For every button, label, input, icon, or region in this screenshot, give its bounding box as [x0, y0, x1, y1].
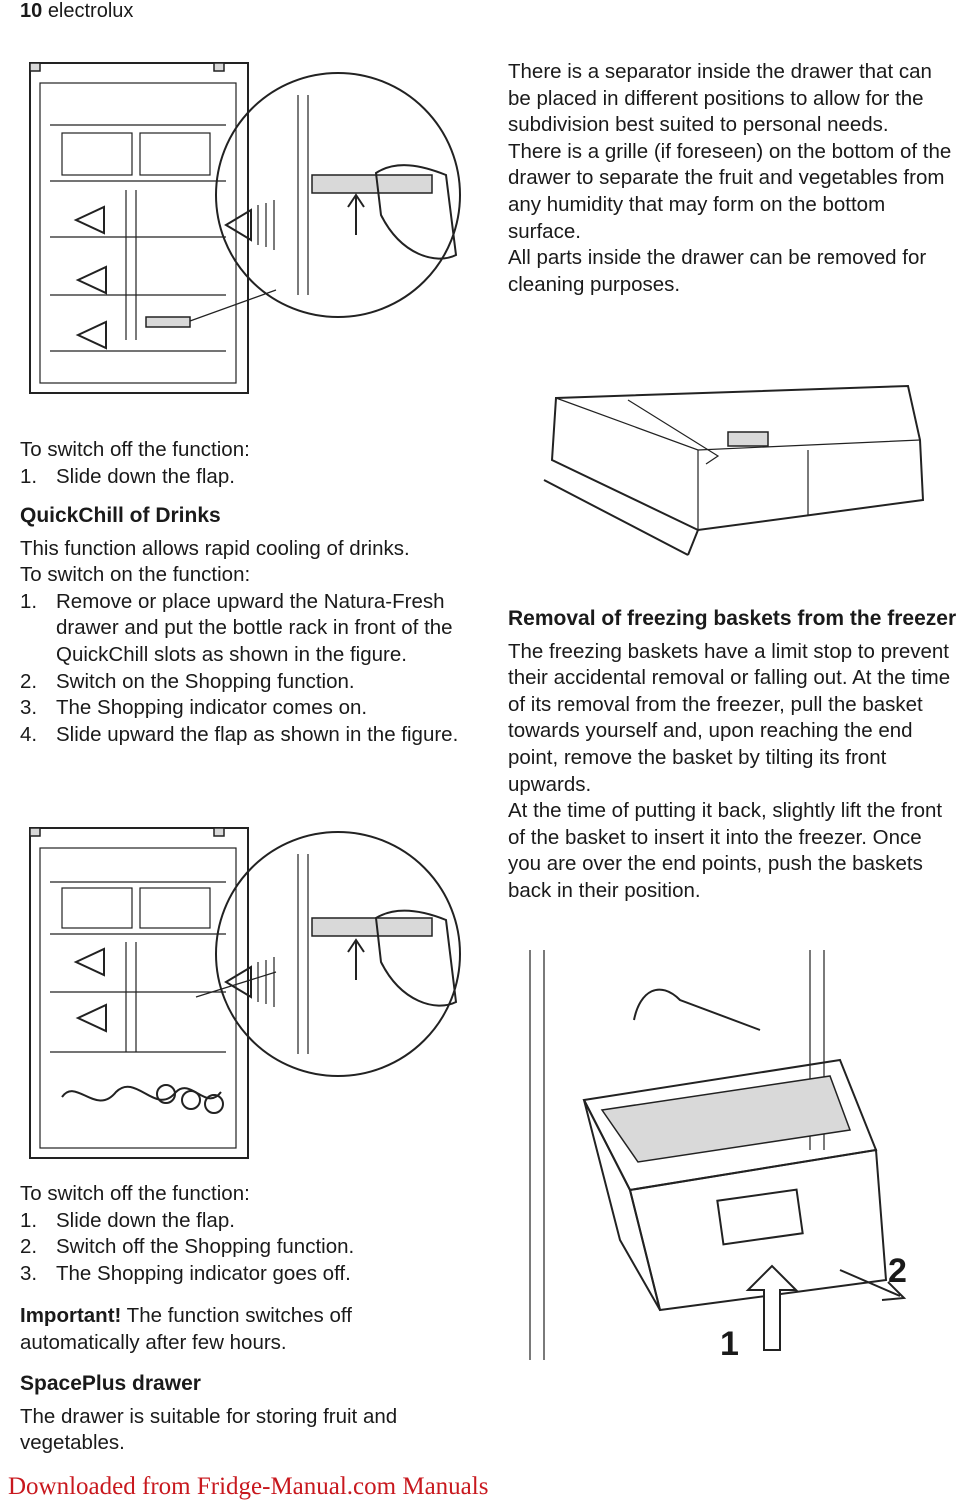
removable-parts-paragraph: All parts inside the drawer can be remov…: [508, 246, 927, 296]
step-text: Slide down the flap.: [56, 1208, 235, 1232]
step-number: 3.: [20, 696, 38, 720]
arrow-1-label: 1: [720, 1325, 739, 1363]
list-item: 3. The Shopping indicator comes on.: [20, 695, 480, 722]
arrow-2-label: 2: [888, 1252, 907, 1290]
step-text: The Shopping indicator comes on.: [56, 696, 368, 720]
quickchill-steps: 1. Remove or place upward the Natura-Fres…: [20, 589, 480, 749]
quickchill-section: QuickChill of Drinks This function allow…: [20, 503, 480, 748]
figure-freezer-basket: 1 2: [529, 950, 907, 1363]
list-item: 3. The Shopping indicator goes off.: [20, 1261, 480, 1288]
list-item: 2. Switch on the Shopping function.: [20, 669, 480, 696]
list-item: 1. Slide down the flap.: [20, 1208, 480, 1235]
switch-off-section-2: To switch off the function: 1. Slide down…: [20, 1181, 480, 1287]
important-note: Important! The function switches off aut…: [20, 1303, 450, 1356]
page-header: 10 electrolux: [20, 0, 133, 22]
removal-paragraph-1: The freezing baskets have a limit stop t…: [508, 639, 951, 796]
spaceplus-text: The drawer is suitable for storing fruit…: [20, 1404, 398, 1455]
step-text: Slide down the flap.: [56, 464, 235, 488]
brand-name: electrolux: [47, 0, 134, 22]
footer-download-link[interactable]: Downloaded from Fridge-Manual.com Manual…: [8, 1473, 489, 1500]
switch-off-intro-1: To switch off the function:: [20, 438, 250, 461]
figure-fridge-bottle-rack: [29, 827, 461, 1159]
quickchill-heading: QuickChill of Drinks: [20, 504, 221, 527]
step-text: The Shopping indicator goes off.: [56, 1261, 351, 1285]
switch-off-section-1: To switch off the function: 1. Slide down…: [20, 437, 480, 490]
step-text: Switch on the Shopping function.: [56, 669, 355, 693]
figure-fridge-flap-down: [29, 62, 461, 394]
list-item: 1. Slide down the flap.: [20, 464, 480, 491]
step-number: 1.: [20, 1208, 38, 1232]
figure-drawer-separator: [543, 384, 925, 556]
removal-section: Removal of freezing baskets from the fre…: [508, 606, 958, 905]
important-label: Important!: [20, 1304, 122, 1327]
list-item: 1. Remove or place upward the Natura-Fres…: [20, 589, 480, 669]
spaceplus-heading: SpacePlus drawer: [20, 1372, 201, 1395]
quickchill-description: This function allows rapid cooling of dr…: [20, 536, 410, 560]
switch-off-steps-1: 1. Slide down the flap.: [20, 464, 480, 491]
separator-description: There is a separator inside the drawer t…: [508, 59, 958, 298]
quickchill-intro: To switch on the function:: [20, 563, 251, 587]
step-number: 2.: [20, 669, 38, 693]
important-text: The function switches off automatically …: [20, 1304, 352, 1354]
page-number: 10: [20, 0, 43, 22]
grille-paragraph: There is a grille (if foreseen) on the b…: [508, 139, 952, 243]
step-text: Remove or place upward the Natura-Fresh …: [56, 589, 453, 666]
switch-off-steps-2: 1. Slide down the flap. 2. Switch off the …: [20, 1208, 480, 1288]
separator-paragraph: There is a separator inside the drawer t…: [508, 60, 932, 137]
step-text: Switch off the Shopping function.: [56, 1235, 355, 1259]
step-number: 1.: [20, 464, 38, 488]
step-number: 4.: [20, 722, 38, 746]
list-item: 4. Slide upward the flap as shown in the …: [20, 722, 480, 749]
step-number: 1.: [20, 589, 38, 613]
spaceplus-section: SpacePlus drawer The drawer is suitable …: [20, 1371, 470, 1457]
switch-off-intro-2: To switch off the function:: [20, 1182, 250, 1205]
removal-heading: Removal of freezing baskets from the fre…: [508, 607, 957, 630]
step-number: 2.: [20, 1235, 38, 1259]
step-text: Slide upward the flap as shown in the fi…: [56, 722, 459, 746]
removal-paragraph-2: At the time of putting it back, slightly…: [508, 799, 943, 902]
list-item: 2. Switch off the Shopping function.: [20, 1234, 480, 1261]
step-number: 3.: [20, 1261, 38, 1285]
